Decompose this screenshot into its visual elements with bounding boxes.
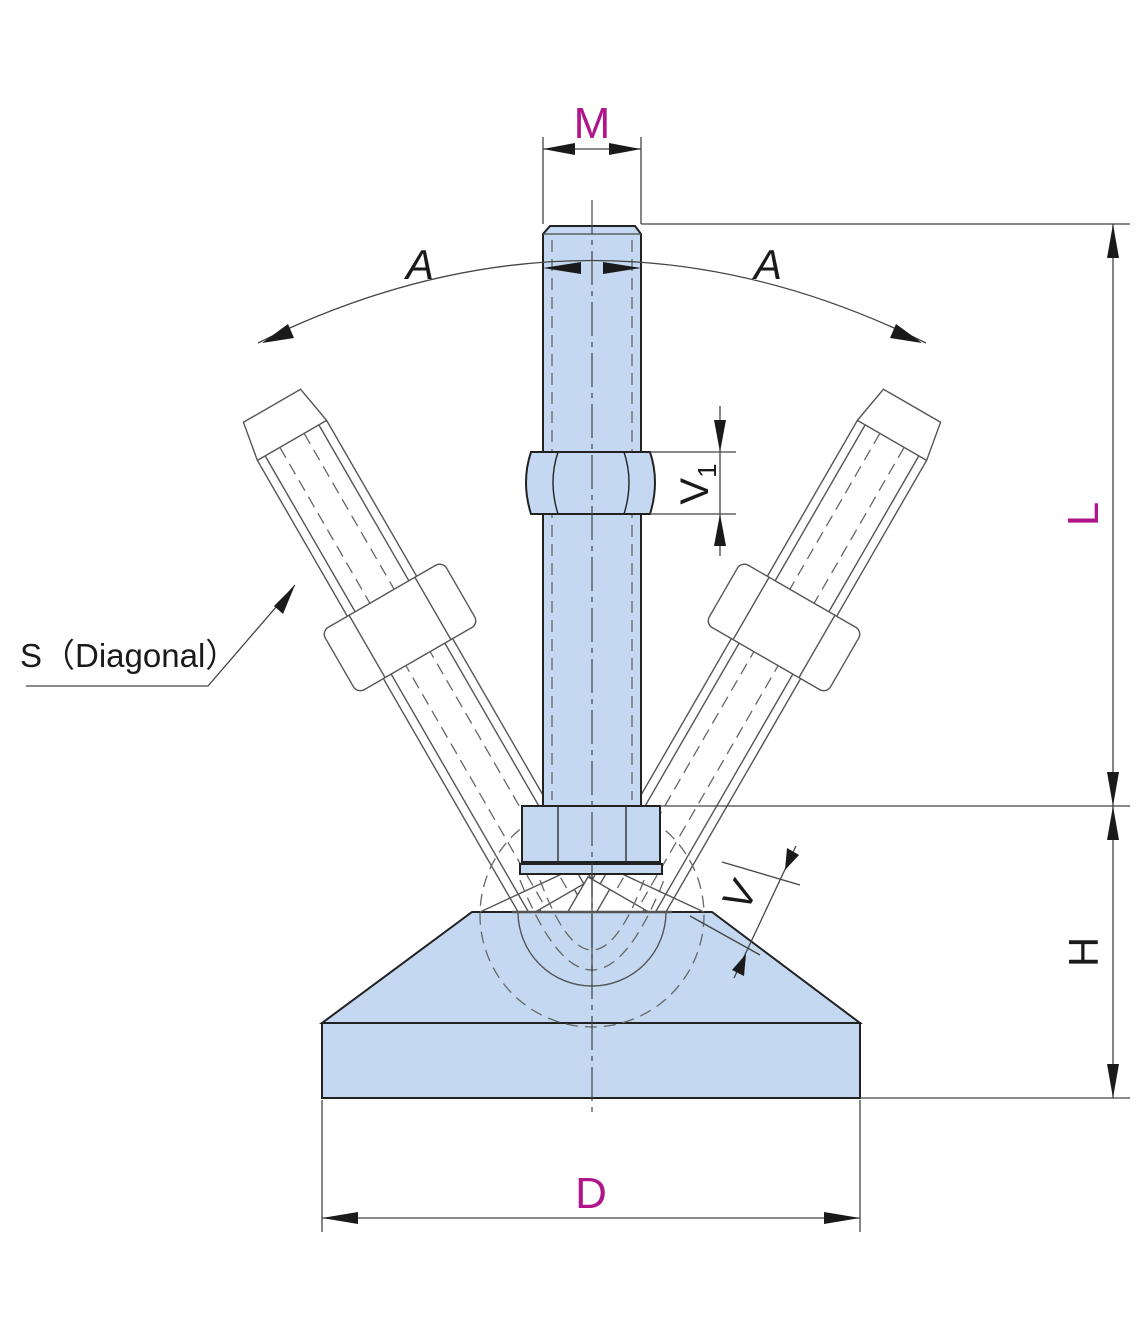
label-M: M bbox=[574, 99, 611, 148]
dimension-H: H bbox=[860, 806, 1130, 1099]
bottom-hex bbox=[519, 805, 663, 875]
dimension-V1: V1 bbox=[650, 406, 736, 556]
dimension-A: A A bbox=[257, 241, 927, 344]
label-S-diagonal: S（Diagonal） bbox=[20, 637, 238, 674]
label-L: L bbox=[1059, 502, 1108, 526]
label-V: V bbox=[715, 873, 767, 918]
dimension-D: D bbox=[321, 1100, 861, 1232]
label-V1: V1 bbox=[673, 463, 722, 504]
label-A-left: A bbox=[403, 241, 434, 288]
leader-S-diagonal: S（Diagonal） bbox=[20, 584, 296, 687]
base-pad bbox=[318, 911, 863, 1099]
label-A-right: A bbox=[751, 241, 782, 288]
dimension-M: M bbox=[542, 99, 642, 224]
lock-nut bbox=[525, 451, 656, 515]
label-D: D bbox=[575, 1169, 607, 1218]
dimension-L: L bbox=[641, 223, 1130, 807]
label-H: H bbox=[1060, 937, 1107, 967]
